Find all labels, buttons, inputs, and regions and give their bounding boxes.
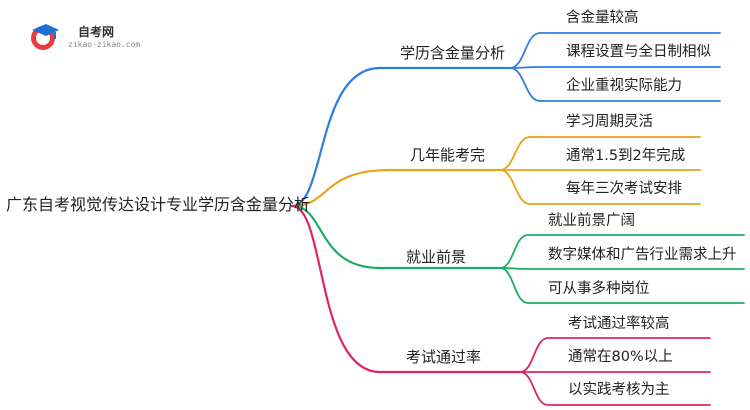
leaf-course-similar: 课程设置与全日制相似 xyxy=(566,44,711,60)
leaf-value-high: 含金量较高 xyxy=(566,10,639,26)
leaf-connector xyxy=(499,267,745,270)
leaf-broad-prospects: 就业前景广阔 xyxy=(548,213,635,229)
branch-connector xyxy=(290,204,522,374)
graduation-cap-icon xyxy=(31,24,59,50)
site-logo: 自考网 zikao-zikao.com xyxy=(28,20,148,54)
leaf-flexible-cycle: 学习周期灵活 xyxy=(566,114,653,130)
leaf-connector xyxy=(519,337,711,373)
leaf-connector xyxy=(499,234,745,269)
branch-connector xyxy=(290,66,512,208)
branch-education-value: 学历含金量分析 xyxy=(400,44,506,62)
logo-subtitle: zikao-zikao.com xyxy=(68,40,141,49)
leaf-pass-rate-high: 考试通过率较高 xyxy=(568,316,670,332)
branch-duration: 几年能考完 xyxy=(410,146,486,164)
leaf-industry-demand: 数字媒体和广告行业需求上升 xyxy=(548,247,737,263)
leaf-connector xyxy=(499,267,745,304)
leaf-various-positions: 可从事多种岗位 xyxy=(548,281,650,297)
leaf-exam-schedule: 每年三次考试安排 xyxy=(566,181,682,197)
leaf-employer-ability: 企业重视实际能力 xyxy=(566,78,682,94)
branch-connector xyxy=(290,204,502,270)
mindmap-root: 广东自考视觉传达设计专业学历含金量分析 xyxy=(6,195,311,214)
branch-connector xyxy=(290,168,502,208)
branch-pass-rate: 考试通过率 xyxy=(406,348,482,366)
leaf-practice-assessment: 以实践考核为主 xyxy=(568,382,670,398)
leaf-connector xyxy=(509,32,721,69)
leaf-connector xyxy=(519,371,711,406)
leaf-pass-rate-80: 通常在80%以上 xyxy=(568,349,673,365)
leaf-connector xyxy=(499,169,701,205)
logo-title: 自考网 xyxy=(78,25,115,39)
branch-employment: 就业前景 xyxy=(406,248,467,266)
leaf-connector xyxy=(509,67,721,102)
leaf-connector xyxy=(499,136,701,171)
leaf-typical-duration: 通常1.5到2年完成 xyxy=(566,148,686,164)
leaf-connector xyxy=(509,66,721,69)
